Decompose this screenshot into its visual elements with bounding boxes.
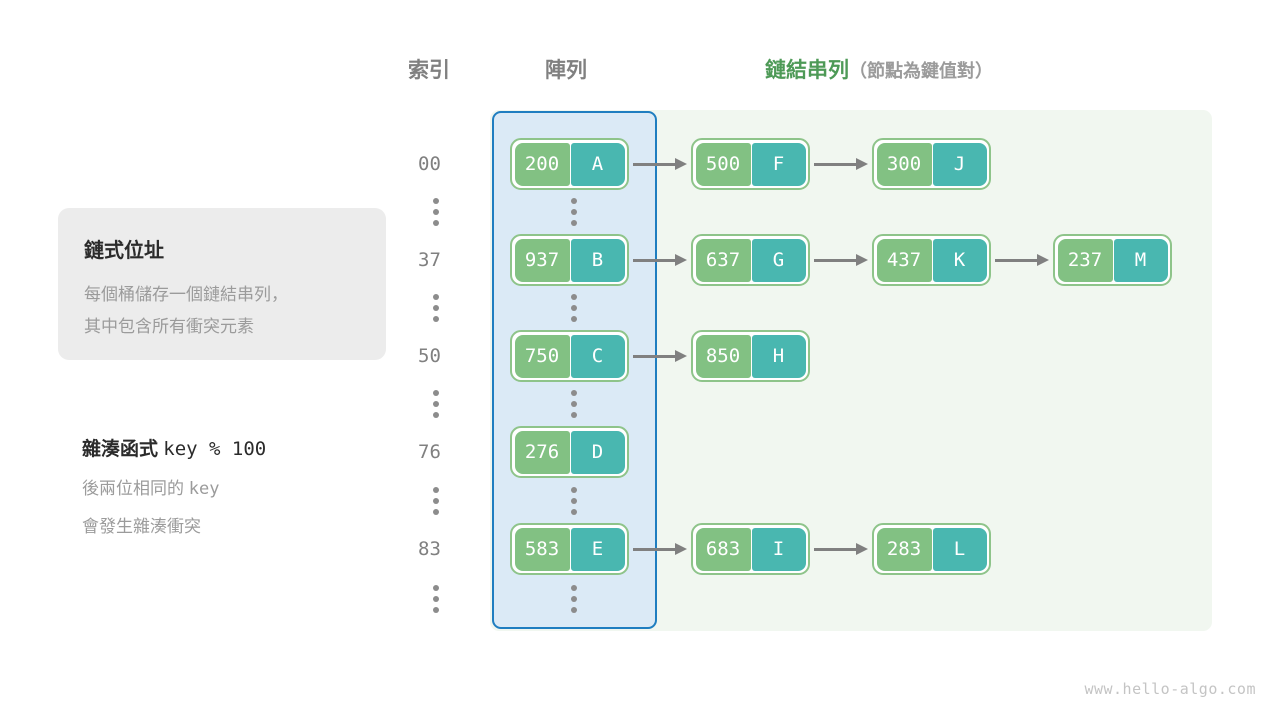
hash-function-expression: key % 100 — [163, 438, 267, 460]
bucket-index-label: 00 — [418, 153, 441, 175]
array-ellipsis-icon — [571, 487, 577, 515]
node-key: 683 — [695, 527, 751, 571]
node-key: 276 — [514, 430, 570, 474]
node-value: L — [932, 527, 987, 571]
node-value: H — [751, 334, 806, 378]
node-key: 850 — [695, 334, 751, 378]
index-ellipsis-icon — [433, 198, 439, 226]
index-ellipsis-icon — [433, 585, 439, 613]
hash-function-note: 雜湊函式 key % 100 後兩位相同的 key 會發生雜湊衝突 — [82, 434, 266, 537]
footer-watermark: www.hello-algo.com — [1084, 680, 1256, 698]
chain-arrow-icon — [810, 543, 872, 555]
column-header-array: 陣列 — [545, 59, 587, 82]
column-header-index: 索引 — [408, 59, 450, 82]
hash-function-title: 雜湊函式 key % 100 — [82, 434, 266, 461]
column-header-linked-list: 鏈結串列（節點為鍵值對） — [765, 54, 993, 84]
node-key: 437 — [876, 238, 932, 282]
index-ellipsis-icon — [433, 294, 439, 322]
info-card: 鏈式位址 每個桶儲存一個鏈結串列， 其中包含所有衝突元素 — [58, 208, 386, 360]
node-key: 750 — [514, 334, 570, 378]
node-key: 200 — [514, 142, 570, 186]
index-ellipsis-icon — [433, 487, 439, 515]
chain-arrow-icon — [991, 254, 1053, 266]
chain-arrow-icon — [629, 350, 691, 362]
chain-arrow-icon — [810, 158, 872, 170]
hash-note-line-1: 後兩位相同的 key — [82, 474, 266, 499]
hash-note-line-1-mono: key — [188, 479, 220, 499]
array-ellipsis-icon — [571, 390, 577, 418]
bucket-index-label: 76 — [418, 441, 441, 463]
index-ellipsis-icon — [433, 390, 439, 418]
chain-arrow-icon — [629, 543, 691, 555]
node-key: 237 — [1057, 238, 1113, 282]
hash-note-line-1-text: 後兩位相同的 — [82, 479, 184, 498]
array-ellipsis-icon — [571, 585, 577, 613]
node-key: 937 — [514, 238, 570, 282]
node-key: 637 — [695, 238, 751, 282]
node-value: I — [751, 527, 806, 571]
node-value: M — [1113, 238, 1168, 282]
node-value: B — [570, 238, 625, 282]
column-header-linked-list-main: 鏈結串列 — [765, 59, 849, 82]
bucket-index-label: 83 — [418, 538, 441, 560]
chain-arrow-icon — [629, 254, 691, 266]
node-key: 283 — [876, 527, 932, 571]
node-value: C — [570, 334, 625, 378]
node-value: F — [751, 142, 806, 186]
node-value: E — [570, 527, 625, 571]
info-card-line-1: 每個桶儲存一個鏈結串列， — [84, 285, 288, 304]
hash-note-line-2: 會發生雜湊衝突 — [82, 517, 201, 536]
hash-function-label: 雜湊函式 — [82, 439, 159, 460]
info-card-title: 鏈式位址 — [84, 240, 164, 262]
node-value: A — [570, 142, 625, 186]
node-key: 500 — [695, 142, 751, 186]
node-value: K — [932, 238, 987, 282]
node-value: G — [751, 238, 806, 282]
bucket-index-label: 50 — [418, 345, 441, 367]
node-value: D — [570, 430, 625, 474]
chain-arrow-icon — [810, 254, 872, 266]
column-header-linked-list-sub: （節點為鍵值對） — [849, 61, 993, 81]
bucket-index-label: 37 — [418, 249, 441, 271]
array-ellipsis-icon — [571, 198, 577, 226]
info-card-line-2: 其中包含所有衝突元素 — [84, 317, 254, 336]
array-ellipsis-icon — [571, 294, 577, 322]
node-value: J — [932, 142, 987, 186]
node-key: 300 — [876, 142, 932, 186]
chain-arrow-icon — [629, 158, 691, 170]
node-key: 583 — [514, 527, 570, 571]
